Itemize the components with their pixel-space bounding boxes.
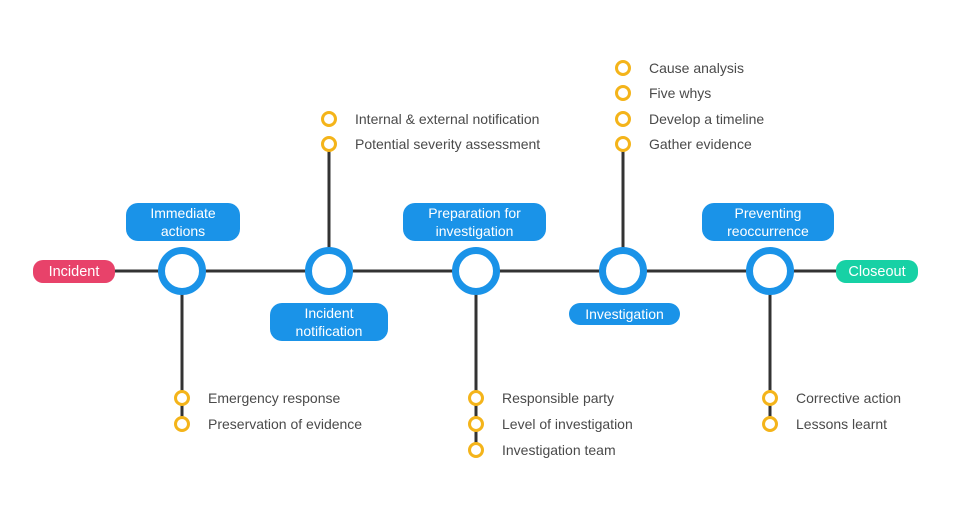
start-label-incident: Incident	[33, 260, 115, 283]
item-bullet	[762, 416, 778, 432]
item-label: Level of investigation	[502, 416, 633, 432]
stage-label-text: Incident notification	[295, 305, 363, 339]
item-label: Cause analysis	[649, 59, 744, 76]
stage-label: Immediate actions	[126, 203, 240, 241]
stage-label-text: Immediate actions	[150, 205, 216, 239]
stage-label: Incident notification	[270, 303, 388, 341]
item-label: Responsible party	[502, 390, 615, 406]
timeline-node	[452, 247, 500, 295]
item-bullet	[615, 110, 631, 127]
item-bullet	[468, 442, 484, 458]
item-bullet	[174, 390, 190, 406]
timeline-node	[746, 247, 794, 295]
stage-label-text: Preparation for investigation	[428, 205, 521, 239]
start-label-text: Incident	[48, 263, 100, 280]
item-label: Internal & external notification	[355, 110, 540, 127]
item-label: Lessons learnt	[796, 416, 888, 432]
item-bullet	[321, 136, 337, 152]
end-label-text: Closeout	[848, 263, 906, 280]
item-bullet	[762, 390, 778, 406]
item-bullet	[468, 390, 484, 406]
timeline-node	[599, 247, 647, 295]
item-bullet	[174, 416, 190, 432]
stage-label: Preparation for investigation	[403, 203, 546, 241]
item-bullet	[615, 59, 631, 76]
item-label: Potential severity assessment	[355, 136, 541, 152]
item-bullet	[615, 136, 631, 152]
item-label: Preservation of evidence	[208, 416, 363, 432]
item-label: Five whys	[649, 85, 712, 101]
item-label: Develop a timeline	[649, 110, 765, 127]
item-label: Corrective action	[796, 390, 902, 406]
stage-label-text: Preventing reoccurrence	[727, 205, 809, 239]
end-label-closeout: Closeout	[836, 260, 918, 283]
item-bullet	[615, 85, 631, 101]
item-label: Investigation team	[502, 442, 616, 458]
item-label: Gather evidence	[649, 136, 752, 152]
item-bullet	[321, 110, 337, 127]
item-label: Emergency response	[208, 390, 341, 406]
stage-label: Preventing reoccurrence	[702, 203, 834, 241]
stage-label-text: Investigation	[585, 306, 664, 322]
timeline-node	[158, 247, 206, 295]
stage-label: Investigation	[569, 303, 680, 325]
timeline-node	[305, 247, 353, 295]
item-bullet	[468, 416, 484, 432]
